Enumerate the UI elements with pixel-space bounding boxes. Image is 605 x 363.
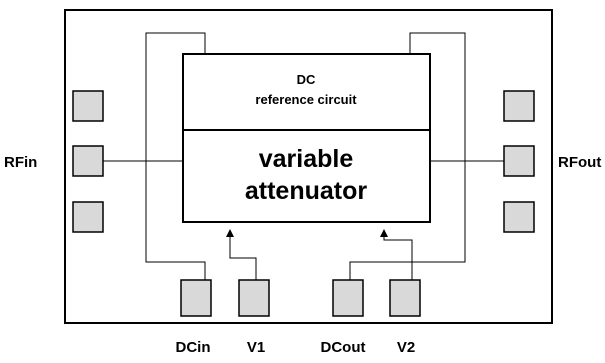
label-dc-out: DCout: [321, 339, 366, 356]
label-dc-in: DCin: [176, 339, 211, 356]
pad-dc-out: [332, 279, 364, 317]
attenuator-box: [182, 129, 431, 223]
label-rf-out: RFout: [558, 154, 601, 171]
dc-reference-title: DC: [297, 72, 316, 87]
wire-v1: [226, 229, 257, 280]
wire-v2: [380, 229, 413, 280]
pad-left-top: [72, 90, 104, 122]
dc-reference-box: [182, 53, 431, 131]
label-v2: V2: [397, 339, 415, 356]
pad-v2: [389, 279, 421, 317]
pad-left-bottom: [72, 201, 104, 233]
pad-rf-in: [72, 145, 104, 177]
pad-right-top: [503, 90, 535, 122]
dc-reference-subtitle: reference circuit: [255, 92, 357, 107]
attenuator-title-line2: attenuator: [245, 177, 368, 205]
attenuator-title-line1: variable: [259, 145, 354, 173]
pad-v1: [238, 279, 270, 317]
label-rf-in: RFin: [4, 154, 37, 171]
wire-dc-in: [145, 32, 206, 280]
pad-rf-out: [503, 145, 535, 177]
label-v1: V1: [247, 339, 265, 356]
pad-dc-in: [180, 279, 212, 317]
pad-right-bottom: [503, 201, 535, 233]
dc-reference-block: DC reference circuit: [182, 53, 431, 131]
attenuator-block: variable attenuator: [182, 129, 431, 223]
wire-dc-out: [349, 32, 466, 280]
